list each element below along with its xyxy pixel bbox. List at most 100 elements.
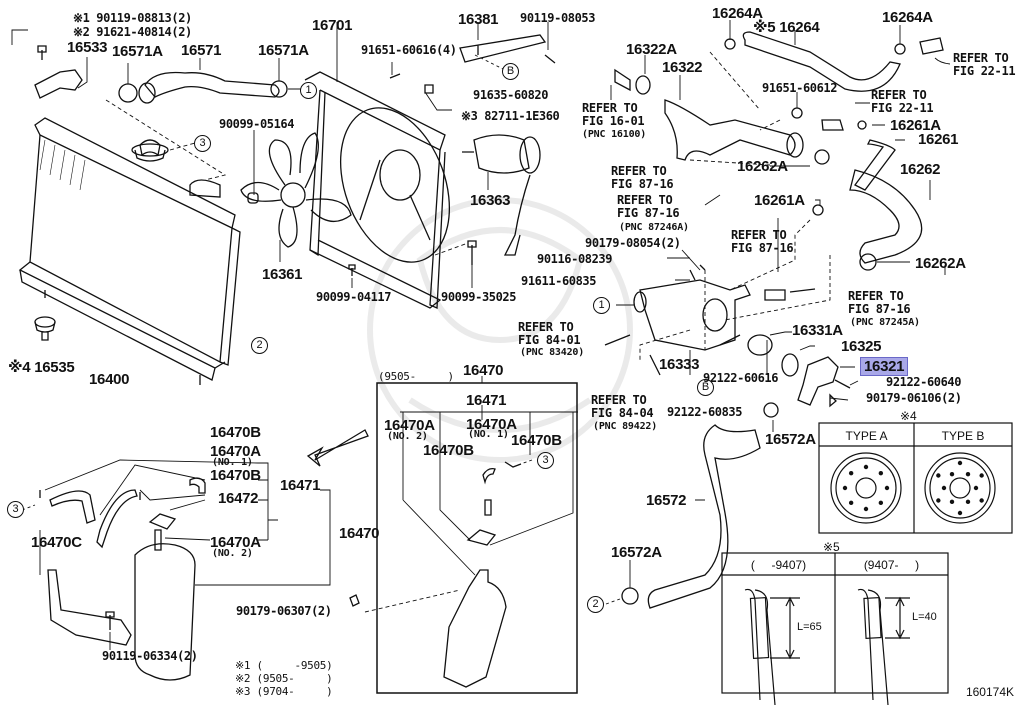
part-label-92122-60616[interactable]: 92122-60616 (703, 371, 779, 385)
pnc-89422[interactable]: (PNC 89422) (593, 421, 658, 432)
part-label-16262A[interactable]: 16262A (737, 158, 788, 175)
pnc-16100[interactable]: (PNC 16100) (582, 129, 647, 140)
part-label-16701[interactable]: 16701 (312, 17, 353, 34)
part-label-16572A[interactable]: 16572A (611, 544, 662, 561)
pnc-87246A[interactable]: (PNC 87246A) (619, 222, 689, 233)
ref-circle-1[interactable]: 1 (593, 297, 610, 314)
ref-circle-2[interactable]: 2 (587, 596, 604, 613)
refer-fig-84-01[interactable]: REFER TO FIG 84-01 (518, 320, 581, 347)
part-label-16571[interactable]: 16571 (181, 42, 222, 59)
refer-fig-87-16[interactable]: REFER TO FIG 87-16 (848, 289, 911, 316)
part-label-16264[interactable]: ※5 16264 (753, 19, 820, 36)
part-label-92122-60835[interactable]: 92122-60835 (667, 405, 743, 419)
part-label-16470B[interactable]: 16470B (210, 467, 261, 484)
part-label-16331A[interactable]: 16331A (792, 322, 843, 339)
part-label-16261A[interactable]: 16261A (890, 117, 941, 134)
part-label-16471[interactable]: 16471 (280, 477, 321, 494)
part-label-90099-05164[interactable]: 90099-05164 (219, 117, 295, 131)
hose-16261[interactable] (854, 139, 896, 191)
part-label-90099-04117[interactable]: 90099-04117 (316, 290, 392, 304)
part-label-91621-40814[interactable]: ※2 91621-40814(2) (73, 25, 192, 39)
part-label-16535[interactable]: ※4 16535 (8, 359, 75, 376)
part-label-16470[interactable]: 16470 (463, 362, 504, 379)
nut-90099-05164[interactable] (247, 192, 259, 204)
ref-circle-b[interactable]: B (697, 379, 714, 396)
part-label-16470A-no1[interactable]: 16470A (466, 416, 517, 433)
clamp-16572A-lower[interactable] (621, 587, 639, 605)
upper-hose-16571[interactable] (144, 71, 280, 98)
part-label-16470B[interactable]: 16470B (511, 432, 562, 449)
part-label-90119-06334[interactable]: 90119-06334(2) (102, 649, 198, 663)
clamp-16571A-left[interactable] (118, 83, 138, 103)
part-label-16381[interactable]: 16381 (458, 11, 499, 28)
clamp-16264A-right[interactable] (894, 43, 906, 55)
part-label-90099-35025[interactable]: 90099-35025 (441, 290, 517, 304)
part-label-16262A[interactable]: 16262A (915, 255, 966, 272)
part-label-91651-60612[interactable]: 91651-60612 (762, 81, 838, 95)
part-label-16322[interactable]: 16322 (662, 59, 703, 76)
refer-fig-87-16[interactable]: REFER TO FIG 87-16 (611, 164, 674, 191)
part-label-90179-06307[interactable]: 90179-06307(2) (236, 604, 332, 618)
part-label-16472[interactable]: 16472 (218, 490, 259, 507)
part-label-16322A[interactable]: 16322A (626, 41, 677, 58)
part-label-16572A[interactable]: 16572A (765, 431, 816, 448)
part-label-91651-60616[interactable]: 91651-60616(4) (361, 43, 457, 57)
fan-16361[interactable] (240, 132, 352, 248)
bracket-16470C[interactable] (47, 569, 132, 646)
drain-plug-16535[interactable] (34, 316, 56, 341)
part-label-16571A[interactable]: 16571A (258, 42, 309, 59)
radiator-16400[interactable] (18, 117, 241, 385)
refer-fig-87-16[interactable]: REFER TO FIG 87-16 (731, 228, 794, 255)
bracket-16533[interactable] (34, 69, 83, 99)
part-label-16261A[interactable]: 16261A (754, 192, 805, 209)
part-label-90179-06106[interactable]: 90179-06106(2) (866, 391, 962, 405)
ref-circle-3[interactable]: 3 (194, 135, 211, 152)
refer-fig-22-11[interactable]: REFER TO FIG 22-11 (953, 51, 1016, 78)
part-label-82711-1E360[interactable]: ※3 82711-1E360 (461, 109, 560, 123)
part-label-92122-60640[interactable]: 92122-60640 (886, 375, 962, 389)
part-label-16572[interactable]: 16572 (646, 492, 687, 509)
part-label-91635-60820[interactable]: 91635-60820 (473, 88, 549, 102)
part-label-16261[interactable]: 16261 (918, 131, 959, 148)
reservoir-tank-old[interactable] (134, 543, 196, 681)
thermostat-16331A[interactable] (747, 334, 773, 356)
hose-16262[interactable] (849, 169, 923, 264)
refer-fig-16-01[interactable]: REFER TO FIG 16-01 (582, 101, 645, 128)
part-label-16470C[interactable]: 16470C (31, 534, 82, 551)
ref-circle-b[interactable]: B (502, 63, 519, 80)
gasket-16322A[interactable] (635, 75, 651, 95)
hose-16470A-no2[interactable] (96, 489, 138, 549)
part-label-16533[interactable]: 16533 (67, 39, 108, 56)
refer-fig-84-04[interactable]: REFER TO FIG 84-04 (591, 393, 654, 420)
clamp-16262A-top[interactable] (814, 149, 830, 165)
part-label-16325[interactable]: 16325 (841, 338, 882, 355)
lower-hose-16572[interactable] (647, 424, 761, 609)
pnc-87245A[interactable]: (PNC 87245A) (850, 317, 920, 328)
part-label-16470B[interactable]: 16470B (210, 424, 261, 441)
part-label-16470[interactable]: 16470 (339, 525, 380, 542)
water-inlet-housing[interactable] (633, 279, 751, 351)
part-label-16470A-no2[interactable]: 16470A (384, 417, 435, 434)
part-label-90119-08813[interactable]: ※1 90119-08813(2) (73, 11, 192, 25)
part-label-90116-08239[interactable]: 90116-08239 (537, 252, 613, 266)
fan-motor-16363[interactable] (462, 134, 541, 256)
hose-16470A-no1[interactable] (49, 490, 96, 524)
part-label-16262[interactable]: 16262 (900, 161, 941, 178)
part-label-91611-60835[interactable]: 91611-60835 (521, 274, 597, 288)
ref-circle-3[interactable]: 3 (7, 501, 24, 518)
part-label-16321-highlighted[interactable]: 16321 (860, 357, 909, 376)
part-label-16333[interactable]: 16333 (659, 356, 700, 373)
part-label-16470A-no1[interactable]: 16470A (210, 443, 261, 460)
ref-circle-3[interactable]: 3 (537, 452, 554, 469)
water-outlet-16321[interactable] (797, 356, 839, 406)
refer-fig-22-11[interactable]: REFER TO FIG 22-11 (871, 88, 934, 115)
clamp-16262A-right[interactable] (859, 253, 877, 271)
part-label-16264A[interactable]: 16264A (882, 9, 933, 26)
bypass-hose-16264[interactable] (742, 31, 901, 92)
part-label-16471[interactable]: 16471 (466, 392, 507, 409)
clamp-16572A-upper[interactable] (763, 402, 779, 418)
ref-circle-1[interactable]: 1 (300, 82, 317, 99)
clamp-16261A-top[interactable] (857, 120, 867, 130)
ref-circle-2[interactable]: 2 (251, 337, 268, 354)
part-label-16470B[interactable]: 16470B (423, 442, 474, 459)
